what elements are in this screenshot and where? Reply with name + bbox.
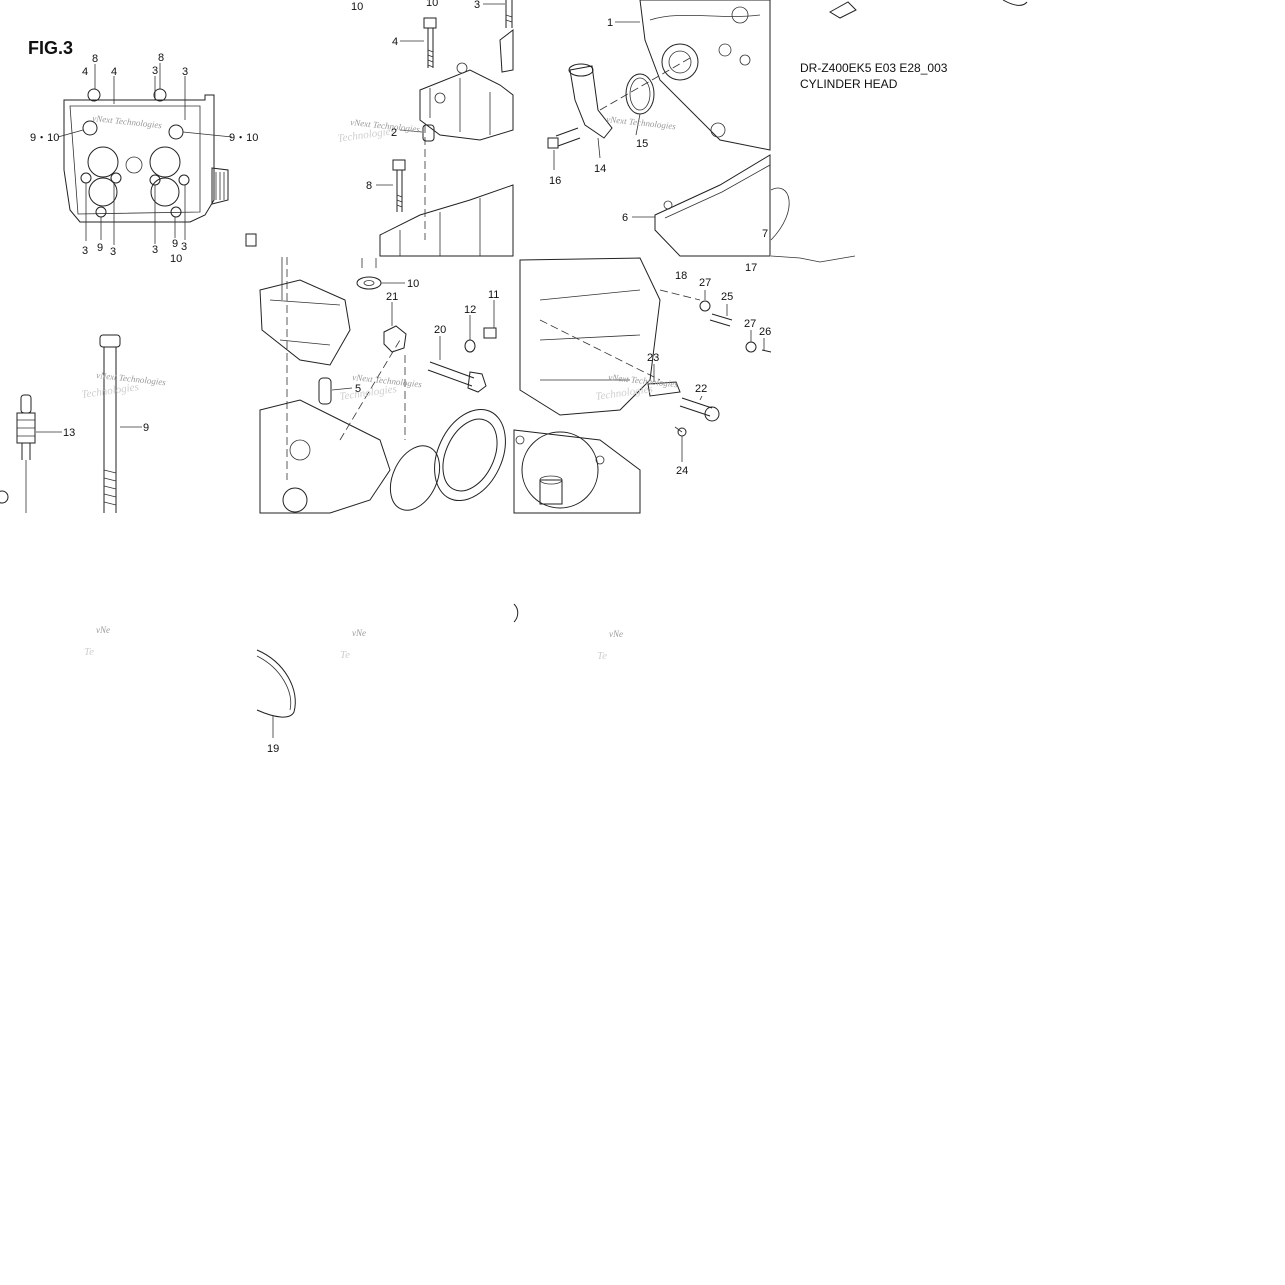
callout: 10 <box>170 253 182 265</box>
callout: 27 <box>699 277 711 289</box>
fwd-arrow <box>770 0 1028 263</box>
svg-text:vNe: vNe <box>96 625 110 635</box>
callout: 25 <box>721 291 733 303</box>
callout: 9 <box>143 422 149 434</box>
callout: 19 <box>267 743 279 755</box>
svg-text:Te: Te <box>597 650 607 662</box>
callout: 6 <box>622 212 628 224</box>
callout: 8 <box>92 53 98 65</box>
model-caption: DR-Z400EK5 E03 E28_003 CYLINDER HEAD <box>800 60 947 92</box>
section-name: CYLINDER HEAD <box>800 77 898 91</box>
callout: 3 <box>152 65 158 77</box>
callout: 3 <box>181 241 187 253</box>
callout: 21 <box>386 291 398 303</box>
callout: 15 <box>636 138 648 150</box>
callout: 4 <box>82 66 88 78</box>
svg-text:vNext Technologies: vNext Technologies <box>92 113 163 130</box>
svg-text:Te: Te <box>84 646 94 658</box>
callout: 10 <box>351 1 363 13</box>
callout: 18 <box>675 270 687 282</box>
head-body-middle: vNext Technologies Technologies <box>259 257 506 514</box>
cam-holder-view: vNext Technologies Technologies <box>337 0 514 257</box>
svg-text:Technologies: Technologies <box>337 125 396 145</box>
callout: 4 <box>111 66 117 78</box>
callout: 20 <box>434 324 446 336</box>
water-outlet-view: vNext Technologies <box>547 0 771 257</box>
callout-labels: 10 10 3 1 4 2 8 16 14 15 6 7 17 18 27 25… <box>30 0 771 755</box>
callout: 10 <box>426 0 438 9</box>
callout: 3 <box>152 244 158 256</box>
svg-text:vNe: vNe <box>352 628 366 638</box>
callout: 10 <box>407 278 419 290</box>
svg-text:vNext Technologies: vNext Technologies <box>606 114 677 131</box>
callout: 4 <box>392 36 398 48</box>
callout: 5 <box>355 383 361 395</box>
callout: 3 <box>182 66 188 78</box>
callout: 17 <box>745 262 757 274</box>
callout: 24 <box>676 465 688 477</box>
callout: 8 <box>158 52 164 64</box>
callout: 7 <box>762 228 768 240</box>
figure-title: FIG.3 <box>28 38 74 58</box>
callout: 27 <box>744 318 756 330</box>
svg-text:Technologies: Technologies <box>339 383 398 403</box>
callout: 2 <box>391 127 397 139</box>
svg-text:Te: Te <box>340 649 350 661</box>
callout: 26 <box>759 326 771 338</box>
svg-text:vNe: vNe <box>609 629 623 639</box>
callout: 3 <box>474 0 480 11</box>
svg-text:Technologies: Technologies <box>81 381 140 401</box>
callout: 3 <box>110 246 116 258</box>
callout: 9 <box>97 242 103 254</box>
callout: 13 <box>63 427 75 439</box>
o-ring-lower: vNe Te vNe Te vNe Te <box>84 603 623 738</box>
callout: 23 <box>647 352 659 364</box>
model-code: DR-Z400EK5 E03 E28_003 <box>800 61 948 75</box>
callout: 16 <box>549 175 561 187</box>
callout: 8 <box>366 180 372 192</box>
callout: 3 <box>82 245 88 257</box>
callout: 22 <box>695 383 707 395</box>
svg-text:Technologies: Technologies <box>595 383 654 403</box>
callout: 11 <box>488 289 499 301</box>
callout: 14 <box>594 163 606 175</box>
callout: 9 <box>172 238 178 250</box>
callout: 9・10 <box>30 132 59 144</box>
spark-plug-and-stud: vNext Technologies Technologies <box>0 233 257 513</box>
head-top-view: vNext Technologies <box>57 63 233 245</box>
callout: 9・10 <box>229 132 258 144</box>
callout: 1 <box>607 17 613 29</box>
callout: 12 <box>464 304 476 316</box>
